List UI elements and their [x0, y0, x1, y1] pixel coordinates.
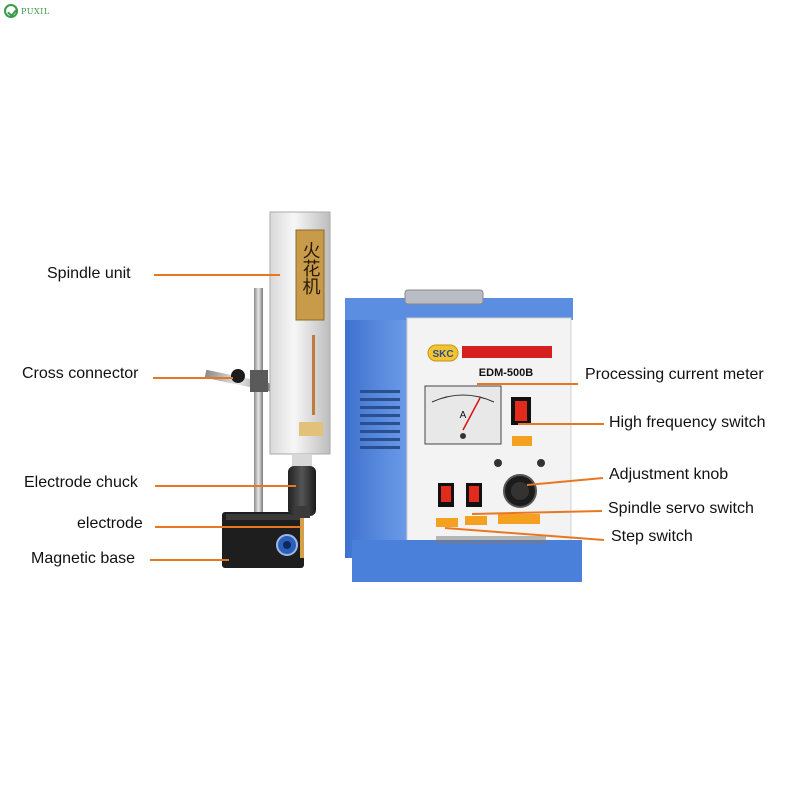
- spindle-servo-switch: [465, 483, 540, 525]
- label-processing-current-meter: Processing current meter: [585, 366, 764, 383]
- label-cross-connector: Cross connector: [22, 365, 139, 382]
- callout-spindle-servo-switch: [471, 510, 603, 515]
- spindle-unit: 火花机: [269, 211, 331, 468]
- adjustment-knob: [494, 459, 545, 508]
- label-high-frequency-switch: High frequency switch: [609, 414, 766, 431]
- label-spindle-servo-switch: Spindle servo switch: [608, 500, 754, 517]
- control-box: SKC EDM-500B A: [345, 289, 582, 582]
- cross-connector: [204, 369, 273, 392]
- magnetic-base: [222, 512, 304, 568]
- logo-text: PUXIL: [21, 6, 50, 16]
- label-step-switch: Step switch: [611, 528, 693, 545]
- callout-lines: [150, 274, 605, 561]
- processing-current-meter: A: [424, 385, 502, 445]
- callout-step-switch: [444, 527, 605, 541]
- spindle-plate-text: 火花机: [300, 241, 321, 295]
- electrode-chuck: [288, 466, 316, 518]
- label-magnetic-base: Magnetic base: [31, 550, 136, 567]
- label-electrode: electrode: [77, 515, 143, 532]
- brand-text: SKC: [432, 349, 453, 360]
- electrode: [300, 518, 304, 558]
- leaf-icon: [4, 4, 18, 18]
- brand-logo: PUXIL: [4, 4, 50, 18]
- model-text: EDM-500B: [479, 367, 533, 379]
- label-electrode-chuck: Electrode chuck: [24, 474, 138, 491]
- high-frequency-switch: [511, 397, 532, 446]
- step-switch: [436, 483, 458, 527]
- stand-rod: [254, 288, 263, 520]
- label-spindle-unit: Spindle unit: [47, 265, 131, 282]
- callout-adjustment-knob: [526, 477, 604, 486]
- vent-slots: [360, 390, 400, 449]
- label-adjustment-knob: Adjustment knob: [609, 466, 729, 483]
- meter-unit: A: [460, 410, 467, 421]
